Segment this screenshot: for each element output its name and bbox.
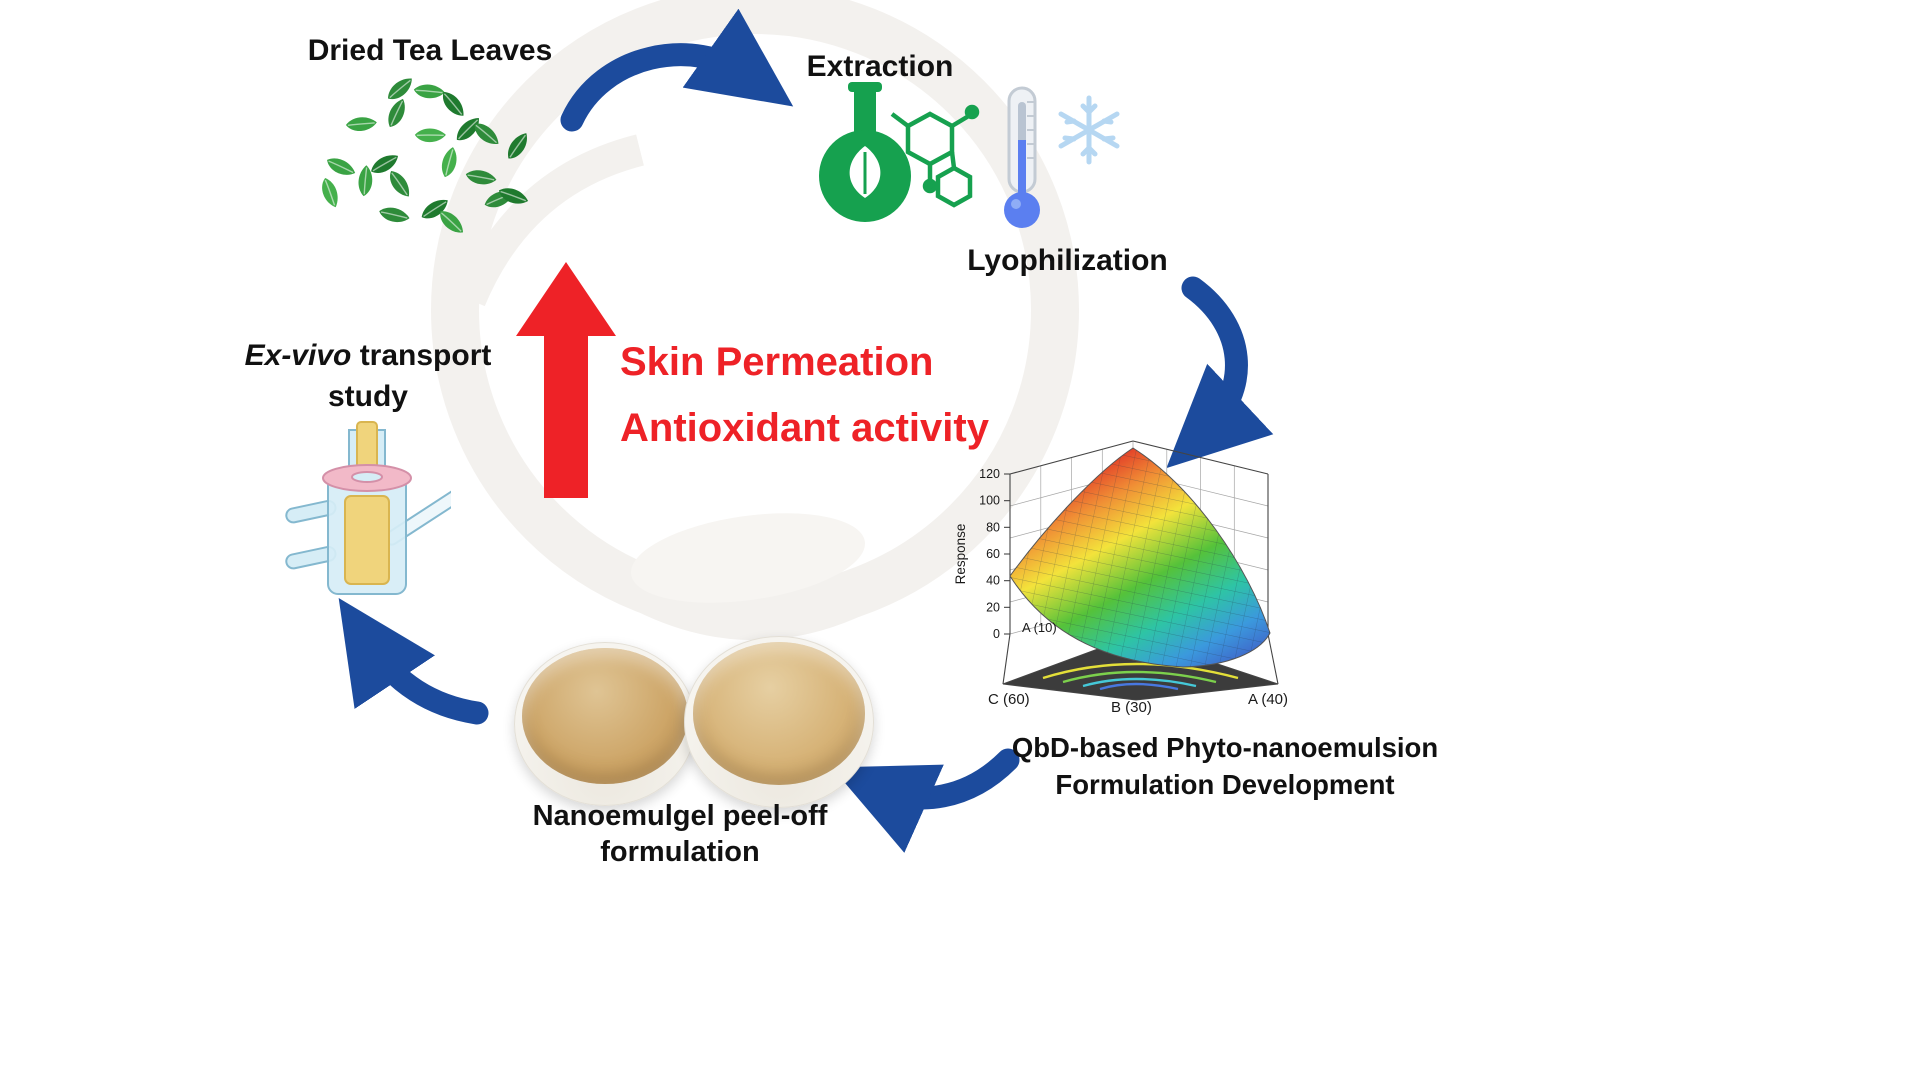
tea-leaves-icon [322, 75, 532, 240]
arrow-qbd-to-nanoemulgel [831, 748, 1020, 853]
axis-label-a40: A (40) [1248, 691, 1288, 708]
molecule-structure-icon [890, 104, 980, 208]
nanoemulgel-jar-photo-right [684, 636, 874, 808]
tick-20: 20 [986, 600, 1000, 614]
label-qbd: QbD-based Phyto-nanoemulsion Formulation… [1010, 730, 1440, 804]
axis-label-c60: C (60) [988, 691, 1030, 708]
label-dried-tea-leaves: Dried Tea Leaves [307, 34, 553, 67]
tick-80: 80 [986, 520, 1000, 534]
label-exvivo-rest: transport [359, 339, 492, 372]
axis-label-a10: A (10) [1022, 620, 1057, 635]
label-nanoemulgel-line1: Nanoemulgel peel-off [532, 800, 828, 832]
label-lyophilization: Lyophilization [967, 244, 1168, 277]
arrow-nanoemulgel-to-exvivo [338, 597, 489, 725]
tick-100: 100 [979, 494, 1000, 508]
label-qbd-line1: QbD-based Phyto-nanoemulsion [1011, 732, 1439, 763]
response-surface-chart: 120 100 80 60 40 20 0 Response A (10) C … [953, 440, 1288, 716]
extraction-flask-icon [819, 82, 980, 222]
label-exvivo-line2: study [327, 379, 408, 413]
gel-surface [522, 647, 688, 784]
z-axis-title: Response [953, 524, 968, 585]
arrow-leaves-to-extraction [560, 8, 794, 132]
franz-diffusion-cell-icon [285, 421, 451, 595]
label-nanoemulgel: Nanoemulgel peel-off formulation [515, 798, 845, 871]
tick-40: 40 [986, 574, 1000, 588]
red-up-arrow [516, 262, 616, 498]
label-nanoemulgel-line2: formulation [600, 836, 760, 869]
label-exvivo-italic: Ex-vivo [244, 339, 352, 372]
z-axis-ticks [1004, 473, 1010, 635]
gel-surface [692, 642, 866, 785]
z-axis-tick-labels: 120 100 80 60 40 20 0 [979, 467, 1000, 641]
label-exvivo: Ex-vivo transport study [238, 336, 498, 417]
tick-120: 120 [979, 467, 1000, 481]
snowflake-icon [1058, 95, 1120, 165]
axis-label-b30: B (30) [1111, 699, 1152, 716]
nanoemulgel-jar-photo-left [514, 642, 696, 806]
label-skin-permeation: Skin Permeation [620, 340, 934, 384]
label-extraction: Extraction [806, 50, 954, 83]
contour-base-plane [1002, 635, 1279, 701]
tick-0: 0 [993, 627, 1000, 641]
thermometer-icon [1004, 86, 1040, 228]
label-antioxidant-activity: Antioxidant activity [620, 406, 989, 450]
label-qbd-line2: Formulation Development [1055, 768, 1395, 800]
arrow-lyophilization-to-surfaceplot [1166, 276, 1274, 469]
tick-60: 60 [986, 547, 1000, 561]
